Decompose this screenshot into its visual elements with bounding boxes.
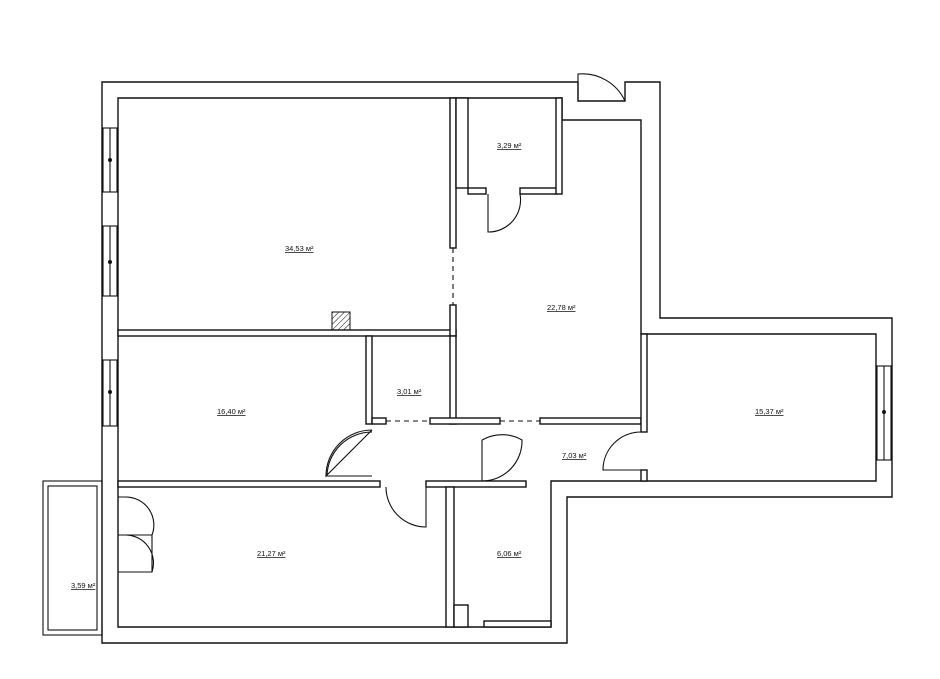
entrance-door [577, 73, 626, 102]
room-area-hall: 22,78 м² [547, 303, 576, 312]
bedroom-left-door [325, 429, 373, 478]
doors [118, 73, 642, 573]
windows [102, 127, 892, 461]
storage-door [487, 193, 522, 233]
room-area-bedroom-left: 16,40 м² [217, 407, 246, 416]
room-area-living: 34,53 м² [285, 244, 314, 253]
room-area-bedroom-right: 15,37 м² [755, 407, 784, 416]
bedroom-bottom-door [385, 486, 427, 528]
open-passages [386, 248, 540, 422]
room-area-storage: 3,29 м² [497, 141, 522, 150]
room-area-bathroom: 3,01 м² [397, 387, 422, 396]
room-area-toilet: 6,06 м² [497, 549, 522, 558]
toilet-door [481, 434, 523, 482]
ventilation-shaft [331, 311, 351, 331]
room-labels: 34,53 м² 3,29 м² 22,78 м² 3,01 м² 16,40 … [71, 141, 784, 590]
room-area-corridor: 7,03 м² [562, 451, 587, 460]
room-area-bedroom-bottom: 21,27 м² [257, 549, 286, 558]
exterior-walls [101, 81, 893, 644]
balcony [42, 480, 103, 636]
balcony-double-door [118, 496, 155, 573]
interior-walls [117, 97, 648, 628]
room-area-balcony: 3,59 м² [71, 581, 96, 590]
bedroom-right-door [602, 431, 642, 471]
